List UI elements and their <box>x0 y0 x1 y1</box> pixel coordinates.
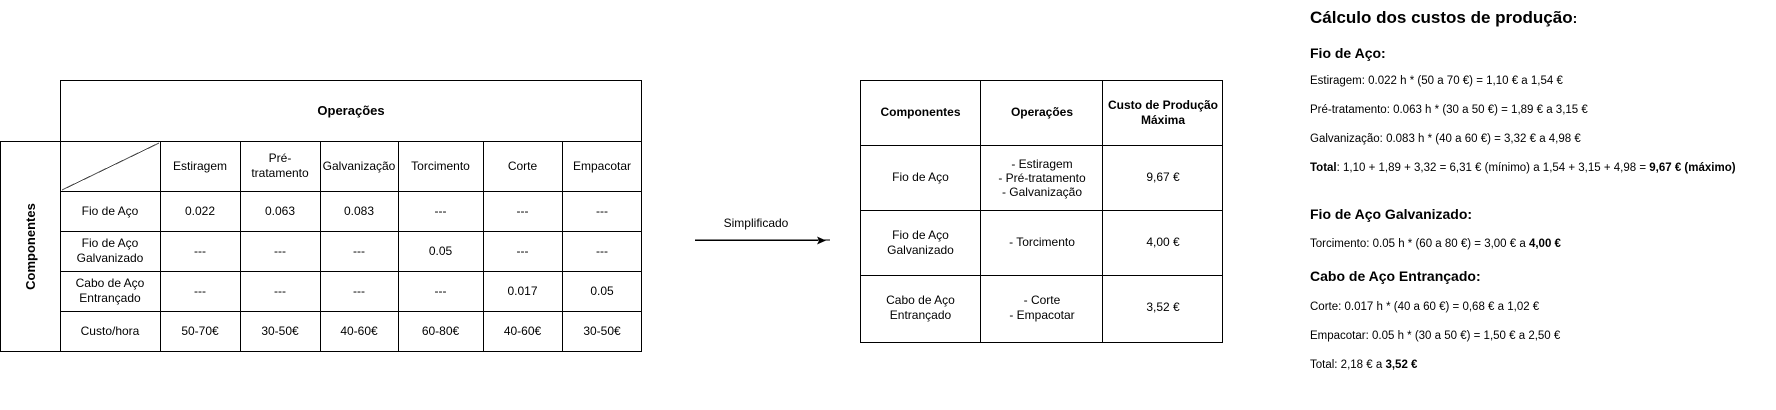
component-cell: Fio de Aço <box>892 170 949 184</box>
operations-cell: - Torcimento <box>1009 235 1075 249</box>
note-line: Torcimento: 0.05 h * (60 a 80 €) = 3,00 … <box>1310 238 1561 250</box>
section-heading: Fio de Aço Galvanizado: <box>1310 206 1473 222</box>
row-label: Custo/hora <box>80 323 140 338</box>
cost-cell: 3,52 € <box>1146 300 1180 314</box>
col-header-galvanizacao: Galvanização <box>322 158 396 173</box>
table-cell: --- <box>274 283 286 298</box>
row-label: Cabo de Aço Entrançado <box>75 276 145 305</box>
header-custo-producao: Custo de Produção Máxima <box>1107 97 1218 127</box>
cost-cell: 9,67 € <box>1146 170 1180 184</box>
table-cell: --- <box>194 283 206 298</box>
components-header: Componentes <box>22 203 38 290</box>
col-header-empacotar: Empacotar <box>572 158 632 173</box>
line-max: 4,00 € <box>1528 238 1561 250</box>
table-cell: --- <box>596 203 608 218</box>
table-cell: 0.017 <box>507 283 538 298</box>
table-cell: 0.083 <box>343 203 375 218</box>
cost-table-grid <box>860 80 1223 343</box>
cost-cell: 4,00 € <box>1146 235 1180 249</box>
table-cell: 30-50€ <box>583 323 621 338</box>
section-heading: Cabo de Aço Entrançado: <box>1310 268 1481 284</box>
table-cell: 0.022 <box>184 203 216 218</box>
total-text: : 1,10 + 1,89 + 3,32 = 6,31 € (mínimo) a… <box>1336 162 1650 174</box>
table-cell: 40-60€ <box>503 323 542 338</box>
row-label: Fio de Aço <box>81 203 139 218</box>
col-header-torcimento: Torcimento <box>411 158 470 173</box>
table-cell: --- <box>516 243 529 258</box>
component-cell: Cabo de Aço Entrançado <box>886 292 955 322</box>
note-total-line: Total: 2,18 € a 3,52 € <box>1310 359 1417 371</box>
header-componentes: Componentes <box>880 105 961 119</box>
components-header-wrap: Componentes <box>0 141 60 352</box>
table-cell: 0.063 <box>264 203 296 218</box>
operations-cell: - Corte - Empacotar <box>1009 292 1075 322</box>
table-cell: 60-80€ <box>421 323 460 338</box>
component-cell: Fio de Aço Galvanizado <box>887 227 954 257</box>
section-heading: Fio de Aço: <box>1310 45 1386 61</box>
note-line: Corte: 0.017 h * (40 a 60 €) = 0,68 € a … <box>1310 301 1540 313</box>
row-label: Fio de Aço Galvanizado <box>76 236 144 265</box>
table-cell: 30-50€ <box>261 323 299 338</box>
table-cell: --- <box>194 243 206 258</box>
table-cell: --- <box>434 203 447 218</box>
table-cell: --- <box>596 243 608 258</box>
note-line: Estiragem: 0.022 h * (50 a 70 €) = 1,10 … <box>1310 75 1563 87</box>
table-cell: 0.05 <box>590 283 614 298</box>
total-text: Total: 2,18 € a <box>1310 359 1386 371</box>
table-cell: 40-60€ <box>340 323 378 338</box>
table-cell: --- <box>516 203 529 218</box>
table-cell: --- <box>353 283 365 298</box>
line-text: Torcimento: 0.05 h * (60 a 80 €) = 3,00 … <box>1310 238 1529 250</box>
note-line: Pré-tratamento: 0.063 h * (30 a 50 €) = … <box>1310 104 1588 116</box>
note-total-line: Total: 1,10 + 1,89 + 3,32 = 6,31 € (míni… <box>1310 162 1736 174</box>
note-line: Galvanização: 0.083 h * (40 a 60 €) = 3,… <box>1310 133 1581 145</box>
total-max: 9,67 € (máximo) <box>1649 162 1736 174</box>
table-cell: --- <box>434 283 447 298</box>
col-header-pre-tratamento: Pré- tratamento <box>251 151 309 180</box>
table-cell: 50-70€ <box>181 323 219 338</box>
header-diagonal <box>61 142 160 191</box>
notes-title: Cálculo dos custos de produção: <box>1310 8 1577 28</box>
table-cell: 0.05 <box>428 243 453 258</box>
col-header-corte: Corte <box>507 158 538 173</box>
right-arrow-icon <box>695 236 830 245</box>
matrix-grid <box>0 80 642 352</box>
operations-cell: - Estiragem - Pré-tratamento - Galvaniza… <box>998 156 1086 199</box>
col-header-estiragem: Estiragem <box>172 158 228 173</box>
notes-title-colon: : <box>1572 10 1578 26</box>
table-cell: --- <box>274 243 286 258</box>
total-label: Total <box>1310 162 1337 174</box>
notes-title-text: Cálculo dos custos de produção <box>1310 8 1573 27</box>
total-max: 3,52 € <box>1385 359 1418 371</box>
arrow-label: Simplificado <box>723 216 789 230</box>
table-cell: --- <box>353 243 365 258</box>
note-line: Empacotar: 0.05 h * (30 a 50 €) = 1,50 €… <box>1310 330 1561 342</box>
header-operacoes: Operações <box>1010 105 1074 119</box>
operations-header: Operações <box>317 103 385 118</box>
